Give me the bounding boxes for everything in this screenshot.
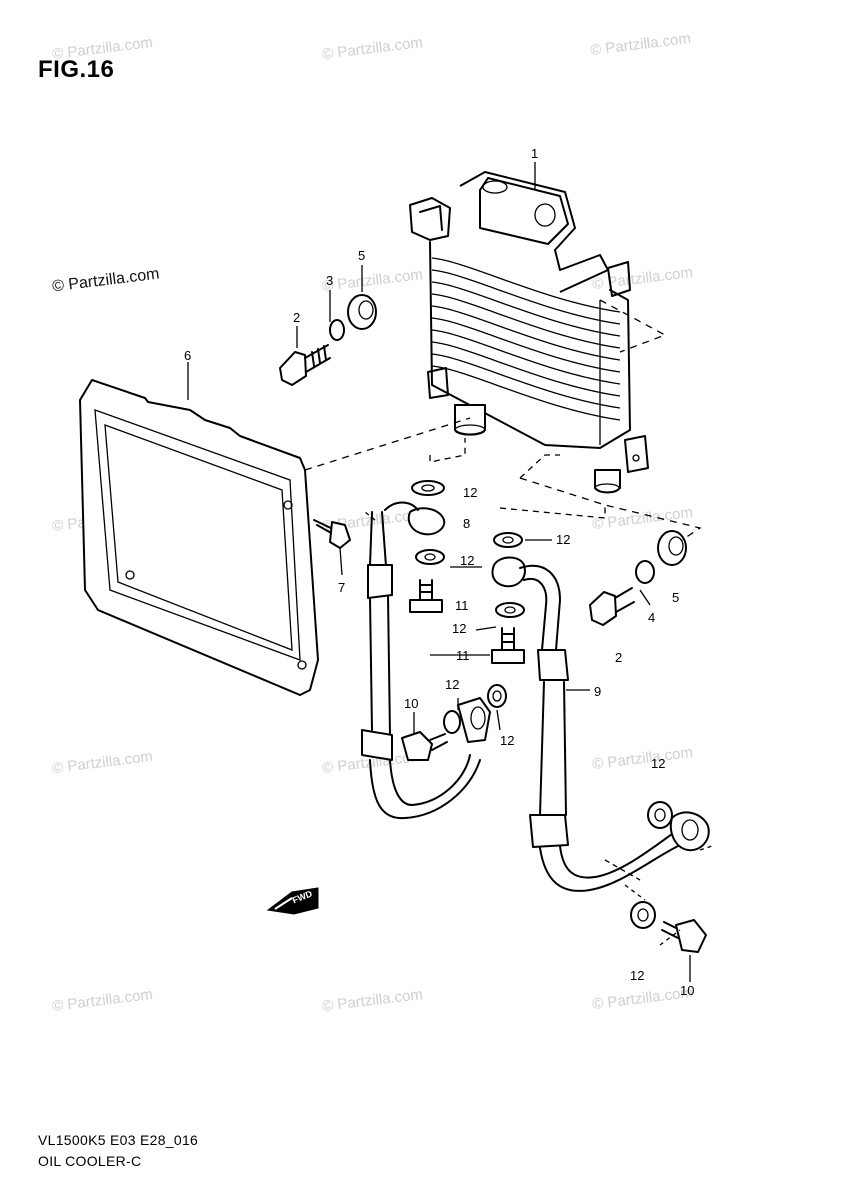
callout-2: 2: [615, 650, 623, 665]
callout-12: 12: [463, 485, 478, 500]
washer-part-12-bottom-upper: [647, 801, 673, 829]
callout-3: 3: [326, 273, 334, 288]
callout-10: 10: [680, 983, 695, 998]
callout-9: 9: [594, 684, 602, 699]
bolt-part-2-left: [279, 344, 331, 386]
leader-lines: [187, 162, 716, 982]
callout-7: 7: [338, 580, 346, 595]
union-bolt-part-11-left: [409, 579, 443, 613]
callout-11: 11: [455, 598, 469, 613]
oil-cooler-part: [409, 171, 649, 494]
callout-1: 1: [531, 146, 539, 161]
callout-12: 12: [556, 532, 571, 547]
union-bolt-part-10-right: [661, 919, 707, 953]
callout-12: 12: [651, 756, 666, 771]
callout-5: 5: [358, 248, 366, 263]
callout-5: 5: [672, 590, 680, 605]
bolt-part-7: [313, 519, 351, 549]
bolt-part-2-right: [589, 560, 655, 626]
grommet-part-5-left: [347, 294, 377, 330]
callout-8: 8: [463, 516, 471, 531]
callout-12: 12: [630, 968, 645, 983]
washer-part-12-right-mid: [495, 602, 525, 618]
callout-6: 6: [184, 348, 192, 363]
callout-10: 10: [404, 696, 419, 711]
callout-11: 11: [456, 648, 470, 663]
union-bolt-part-11-right: [491, 627, 525, 664]
washer-part-12-right-upper: [493, 532, 523, 548]
washer-part-12-right-low: [487, 684, 507, 708]
callout-4: 4: [648, 610, 656, 625]
figure-title: FIG.16: [38, 56, 115, 83]
forward-arrow-icon: [266, 887, 319, 915]
washer-part-12-bottom-lower: [630, 901, 656, 929]
washer-part-3: [329, 319, 345, 341]
cooler-cover-part: [79, 379, 319, 696]
callout-12: 12: [500, 733, 515, 748]
diagram-caption: OIL COOLER-C: [38, 1153, 142, 1169]
oil-hose-left: [361, 480, 491, 820]
oil-hose-right: [491, 556, 710, 892]
diagram-code: VL1500K5 E03 E28_016: [38, 1132, 199, 1148]
callout-12: 12: [460, 553, 475, 568]
callout-12: 12: [452, 621, 467, 636]
callout-2: 2: [293, 310, 301, 325]
grommet-part-5-right: [657, 530, 687, 566]
callout-12: 12: [445, 677, 460, 692]
union-bolt-part-10-left: [401, 710, 461, 761]
